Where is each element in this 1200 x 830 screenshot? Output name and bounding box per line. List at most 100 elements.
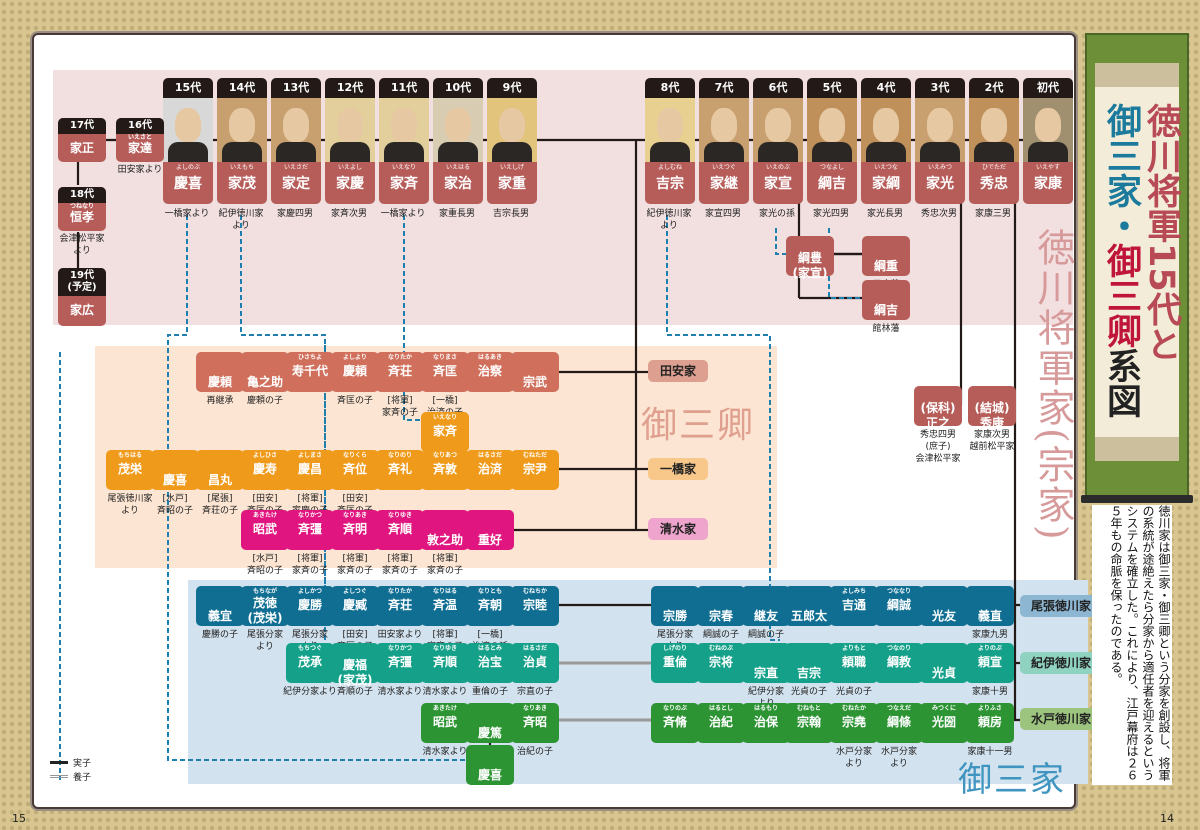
shogun-name: 慶喜 (174, 176, 202, 192)
name-reading: しげのり (662, 645, 687, 652)
member-name: 昭武 (252, 522, 277, 536)
shogun-name: 家宣 (764, 176, 792, 192)
scroll-paper: 徳川将軍15代と 御三家・御三卿系図 (1095, 63, 1181, 461)
name-reading: はるさだ (522, 645, 547, 652)
member-name: 家広 (69, 303, 94, 317)
node-note: 綱誠の子 (747, 630, 784, 640)
name-reading: もちつぐ (297, 645, 322, 652)
member-name: 綱豊 (家宣) (792, 251, 828, 280)
shogun-portrait: 4代いえつな家綱 (861, 78, 911, 204)
name-reading (742, 586, 790, 596)
name-reading: はるもり (753, 705, 778, 712)
node-note: [水戸] 斉昭の子 (246, 554, 283, 576)
family-member-box: よしかつ慶勝 (286, 586, 334, 626)
family-member-box: 重好 (466, 510, 514, 550)
portrait-image (807, 98, 857, 162)
sanke-label: 御三家 (958, 760, 1066, 800)
node-note: 紀伊徳川家 より (218, 209, 264, 231)
shogun-name: 秀忠 (980, 176, 1008, 192)
family-member-box: はるとし治紀 (697, 703, 745, 743)
shogun-portrait: 初代いえやす家康 (1023, 78, 1073, 204)
name-reading: よしむね (657, 164, 682, 171)
shogun-name: 家茂 (228, 176, 256, 192)
shogun-name: 家重 (498, 176, 526, 192)
generation-label: 11代 (379, 78, 429, 98)
family-member-box: なりたか斉荘 (376, 352, 424, 392)
shimizu-house-tag: 清水家 (648, 518, 708, 540)
family-member-box: なりまさ斉匡 (421, 352, 469, 392)
shogun-name-plate: いえつな家綱 (861, 162, 911, 204)
name-reading: むねちか (522, 588, 547, 595)
member-name: 宗春 (708, 609, 733, 623)
kii-house-tag: 紀伊徳川家 (1020, 652, 1102, 674)
member-name: 治紀 (708, 715, 733, 729)
name-reading: いえよし (337, 164, 362, 171)
title-keizu: 系図 (1101, 348, 1141, 418)
family-member-box: なりはる斉温 (421, 586, 469, 626)
member-name: 光圀 (931, 715, 956, 729)
node-note: 慶勝の子 (201, 630, 238, 640)
family-member-box: 敦之助 (421, 510, 469, 550)
family-member-box: 慶篤 (466, 703, 514, 743)
shogun-name-plate: いえさだ家定 (271, 162, 321, 204)
shogun-name-plate: いえなり家斉 (379, 162, 429, 204)
name-reading (786, 236, 834, 246)
member-name: 頼職 (841, 655, 866, 669)
name-reading (511, 352, 559, 362)
shogun-portrait: 13代いえさだ家定 (271, 78, 321, 204)
node-note: 慶頼の子 (246, 396, 283, 406)
title-line-2: 御三家・御三卿系図 (1101, 103, 1141, 418)
family-member-box: なりあつ斉敦 (421, 450, 469, 490)
real-child-line-icon (50, 760, 68, 764)
name-reading: もちなが (252, 588, 277, 595)
page-number-right: 14 (1160, 812, 1174, 825)
family-member-box: むねただ宗尹 (511, 450, 559, 490)
scroll-rod (1081, 495, 1193, 503)
family-member-box: つなえだ綱條 (875, 703, 923, 743)
member-name: 昌丸 (207, 473, 232, 487)
name-reading (968, 386, 1016, 396)
node-note: 会津松平家 より (59, 234, 105, 256)
family-member-box: はるさだ治貞 (511, 643, 559, 683)
title-dot: ・ (1101, 208, 1141, 243)
node-note: 斉順の子 (336, 687, 373, 697)
member-name: 治貞 (522, 655, 547, 669)
portrait-image (379, 98, 429, 162)
node-note: 秀忠次男 (920, 209, 957, 219)
generation-label: 6代 (753, 78, 803, 98)
shogun-name: 家継 (710, 176, 738, 192)
name-reading: いえみつ (927, 164, 952, 171)
member-name: 斉礼 (387, 462, 412, 476)
name-reading: よしひさ (252, 452, 277, 459)
member-name: 斉匡 (432, 364, 457, 378)
shogun-name-plate: いえもち家茂 (217, 162, 267, 204)
family-member-box: もちはる茂栄 (106, 450, 154, 490)
name-reading (862, 236, 910, 246)
family-member-box: 吉宗 (785, 643, 833, 683)
shogun-name-plate: いえしげ家重 (487, 162, 537, 204)
family-member-box: はるさだ治済 (466, 450, 514, 490)
name-reading: よしまさ (297, 452, 322, 459)
member-name: 綱誠 (886, 598, 911, 612)
node-note: 綱誠の子 (702, 630, 739, 640)
name-reading (966, 586, 1014, 596)
shogun-name-plate: よしむね吉宗 (645, 162, 695, 204)
node-note: 斉匡の子 (336, 396, 373, 406)
member-name: 慶頼 (207, 375, 232, 389)
family-member-box: よしつぐ慶臧 (331, 586, 379, 626)
node-note: 一橋家より (164, 209, 210, 219)
shogun-portrait: 12代いえよし家慶 (325, 78, 375, 204)
name-reading: いえしげ (499, 164, 524, 171)
node-note: 家康九男 (971, 630, 1008, 640)
name-reading: みつくに (931, 705, 956, 712)
name-reading: なりのり (387, 452, 412, 459)
family-member-box: よりもと頼職 (830, 643, 878, 683)
shogun-portrait: 10代いえはる家治 (433, 78, 483, 204)
shogun-name-plate: よしのぶ慶喜 (163, 162, 213, 204)
family-member-box: つななり綱誠 (875, 586, 923, 626)
member-name: 治宝 (477, 655, 502, 669)
shogun-portrait: 8代よしむね吉宗 (645, 78, 695, 204)
name-reading: いえなり (432, 414, 457, 421)
member-name: 宗睦 (522, 598, 547, 612)
family-member-box: はるもり治保 (742, 703, 790, 743)
